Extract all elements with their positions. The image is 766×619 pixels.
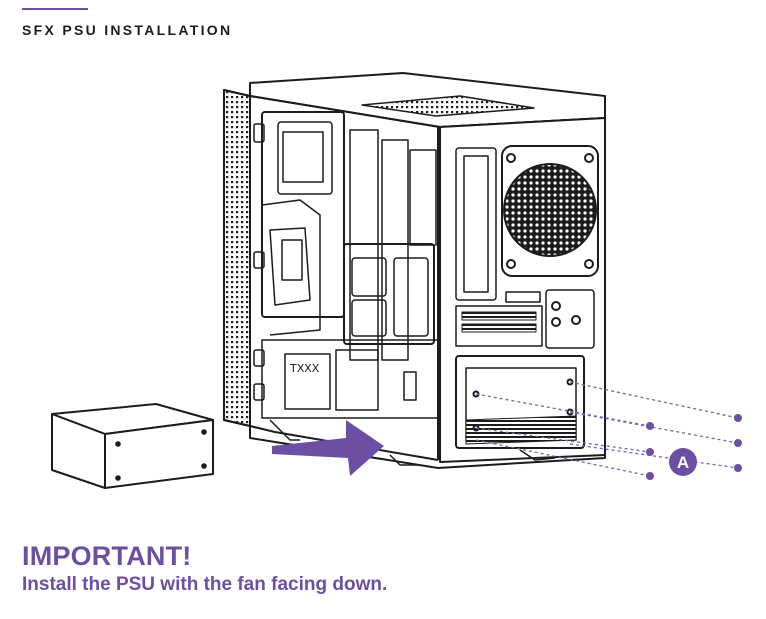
screw-icon (734, 414, 742, 422)
gpu-bracket (343, 243, 435, 345)
screw-icon (646, 422, 654, 430)
callout-label: A (677, 453, 689, 472)
pc-case: TXXX (223, 72, 606, 469)
screw-icon (734, 464, 742, 472)
top-vent (361, 95, 535, 117)
callout-badge: A (669, 448, 697, 476)
expansion-slots (455, 305, 543, 347)
psu-bay (455, 355, 585, 449)
screw-icon (646, 448, 654, 456)
screw-set (646, 414, 742, 480)
front-mesh-panel (223, 89, 251, 427)
top-accent-rule (22, 8, 88, 10)
important-instruction: Install the PSU with the fan facing down… (22, 574, 388, 595)
psu-unit (51, 403, 214, 489)
section-title: SFX PSU INSTALLATION (22, 22, 233, 38)
important-heading: IMPORTANT! (22, 541, 192, 571)
screw-guide-lines (475, 381, 739, 477)
rear-fan (501, 145, 599, 277)
screw-icon (646, 472, 654, 480)
screw-icon (734, 439, 742, 447)
right-arrow-icon (272, 420, 384, 476)
svg-text:TXXX: TXXX (289, 362, 320, 375)
